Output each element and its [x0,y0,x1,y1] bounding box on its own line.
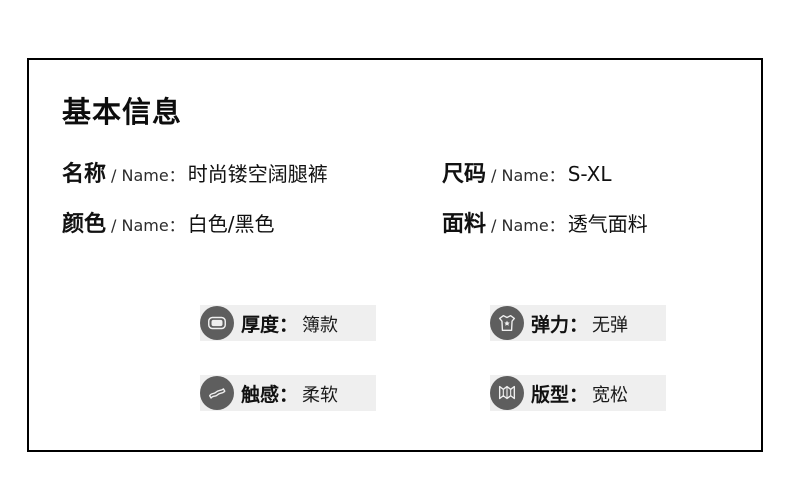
spec-value: S-XL [567,162,612,186]
badge-value: 无弹 [592,314,629,336]
spec-item-name: 名称 / Name： 时尚镂空阔腿裤 [62,162,328,187]
badge-text: 触感 ： 柔软 [234,380,338,407]
badge-text: 弹力 ： 无弹 [524,310,628,337]
badge-text: 厚度 ： 簿款 [234,310,338,337]
badge-value: 柔软 [302,384,339,406]
spec-separator: / Name： [491,216,565,235]
badge-elasticity: 弹力 ： 无弹 [490,305,666,341]
cloth-ribbon-icon [200,376,234,410]
page-title: 基本信息 [62,95,183,129]
spec-grid: 名称 / Name： 时尚镂空阔腿裤 尺码 / Name： S-XL 颜色 / … [62,162,742,263]
spec-separator: / Name： [491,166,565,185]
tshirt-star-icon [490,306,524,340]
badge-row: 触感 ： 柔软 版型 ： 宽松 [200,375,740,445]
spec-label: 尺码 [442,162,487,187]
badge-touch: 触感 ： 柔软 [200,375,376,411]
badge-fit: 版型 ： 宽松 [490,375,666,411]
spec-value: 透气面料 [567,212,648,236]
spec-item-color: 颜色 / Name： 白色/黑色 [62,212,275,237]
badge-key: 版型 [531,383,570,406]
spec-label: 面料 [442,212,487,237]
badge-thickness: 厚度 ： 簿款 [200,305,376,341]
badge-key: 触感 [241,383,280,406]
badge-key: 厚度 [241,313,280,336]
badge-colon: ： [279,383,299,406]
spec-separator: / Name： [111,166,185,185]
spec-label: 颜色 [62,212,107,237]
folded-fabric-icon [200,306,234,340]
spec-value: 白色/黑色 [187,212,275,236]
folded-map-icon [490,376,524,410]
spec-row: 颜色 / Name： 白色/黑色 面料 / Name： 透气面料 [62,212,742,263]
badge-row: 厚度 ： 簿款 弹力 ： 无弹 [200,305,740,375]
badge-key: 弹力 [531,313,570,336]
spec-row: 名称 / Name： 时尚镂空阔腿裤 尺码 / Name： S-XL [62,162,742,213]
badge-colon: ： [569,313,589,336]
spec-separator: / Name： [111,216,185,235]
attribute-badge-grid: 厚度 ： 簿款 弹力 ： 无弹 [200,305,740,445]
badge-colon: ： [569,383,589,406]
spec-value: 时尚镂空阔腿裤 [187,162,328,186]
spec-item-fabric: 面料 / Name： 透气面料 [442,212,648,237]
basic-info-card: 基本信息 名称 / Name： 时尚镂空阔腿裤 尺码 / Name： S-XL … [27,58,763,452]
badge-colon: ： [279,313,299,336]
badge-value: 簿款 [302,314,339,336]
spec-item-size: 尺码 / Name： S-XL [442,162,612,187]
badge-text: 版型 ： 宽松 [524,380,628,407]
badge-value: 宽松 [592,384,629,406]
spec-label: 名称 [62,162,107,187]
